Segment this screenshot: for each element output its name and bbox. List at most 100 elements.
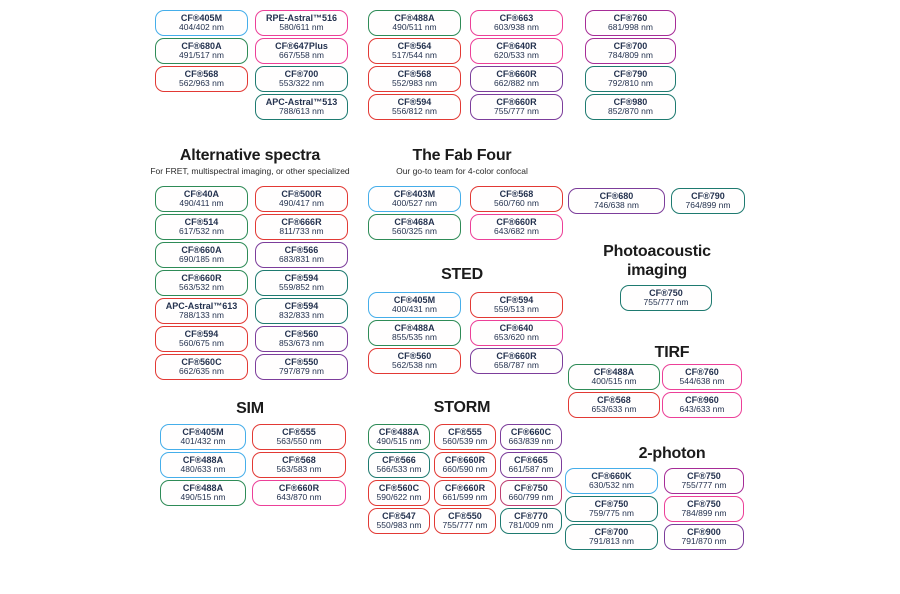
dye-wavelengths: 617/532 nm — [179, 226, 224, 237]
dye-wavelengths: 490/411 nm — [179, 198, 224, 209]
dye-wavelengths: 517/544 nm — [392, 50, 437, 61]
dye-wavelengths: 559/852 nm — [279, 282, 324, 293]
dye-name: CF®560 — [397, 350, 432, 361]
dye-name: CF®594 — [397, 96, 432, 107]
dye-name: CF®550 — [284, 356, 319, 367]
dye-name: RPE-Astral™516 — [265, 12, 338, 23]
dye-name: CF®665 — [514, 454, 548, 465]
dye-name: CF®555 — [448, 426, 482, 437]
dye-wavelengths: 832/833 nm — [279, 310, 324, 321]
dye-name: CF®488A — [394, 12, 435, 23]
dye-name: CF®660R — [278, 482, 320, 493]
dye-wavelengths: 852/870 nm — [608, 106, 653, 117]
section-title-2-photon: 2-photon — [638, 445, 706, 462]
dye-wavelengths: 560/675 nm — [179, 338, 224, 349]
dye-wavelengths: 550/983 nm — [376, 520, 422, 531]
dye-wavelengths: 400/515 nm — [591, 376, 637, 387]
dye-name: CF®514 — [184, 216, 219, 227]
dye-name: CF®568 — [184, 68, 219, 79]
dye-name: CF®560 — [284, 328, 319, 339]
dye-wavelengths: 563/532 nm — [179, 282, 224, 293]
dye-name: CF®488A — [394, 322, 435, 333]
dye-wavelengths: 563/583 nm — [276, 464, 322, 475]
dye-wavelengths: 562/963 nm — [179, 78, 224, 89]
dye-name: CF®750 — [514, 482, 548, 493]
dye-wavelengths: 667/558 nm — [279, 50, 324, 61]
section-title-tirf: TIRF — [654, 344, 690, 361]
dye-wavelengths: 660/590 nm — [442, 464, 488, 475]
dye-wavelengths: 562/538 nm — [392, 360, 437, 371]
dye-wavelengths: 560/539 nm — [442, 436, 488, 447]
dye-name: CF®500R — [281, 188, 322, 199]
dye-name: APC-Astral™513 — [265, 96, 338, 107]
dye-wavelengths: 764/899 nm — [685, 200, 731, 211]
dye-name: CF®680A — [181, 40, 222, 51]
dye-name: CF®900 — [687, 526, 721, 537]
dye-wavelengths: 788/133 nm — [179, 310, 224, 321]
dye-name: CF®660R — [496, 350, 537, 361]
section-title-alternative-spectra: Alternative spectra — [179, 147, 321, 164]
dye-wavelengths: 643/682 nm — [494, 226, 539, 237]
dye-name: CF®790 — [613, 68, 648, 79]
dye-name: CF®750 — [687, 470, 721, 481]
dye-name: CF®660R — [444, 482, 486, 493]
dye-wavelengths: 662/882 nm — [494, 78, 539, 89]
dye-name: CF®594 — [499, 294, 534, 305]
dye-name: CF®405M — [393, 294, 436, 305]
dye-wavelengths: 755/777 nm — [681, 480, 727, 491]
dye-name: CF®640 — [499, 322, 534, 333]
dye-wavelengths: 660/799 nm — [508, 492, 554, 503]
dye-name: CF®980 — [613, 96, 648, 107]
dye-wavelengths: 480/633 nm — [180, 464, 226, 475]
dye-wavelengths: 755/777 nm — [643, 297, 689, 308]
dye-wavelengths: 490/511 nm — [392, 22, 437, 33]
dye-name: CF®566 — [284, 244, 319, 255]
dye-name: CF®405M — [180, 12, 223, 23]
dye-name: CF®405M — [182, 426, 224, 437]
dye-wavelengths: 791/870 nm — [681, 536, 727, 547]
dye-wavelengths: 490/515 nm — [180, 492, 226, 503]
dye-wavelengths: 643/633 nm — [679, 404, 725, 415]
dye-name: CF®700 — [284, 68, 319, 79]
dye-name: APC-Astral™613 — [165, 300, 238, 311]
dye-wavelengths: 781/009 nm — [508, 520, 554, 531]
dye-name: CF®660R — [496, 68, 537, 79]
dye-name: CF®660K — [591, 470, 632, 481]
dye-name: CF®700 — [594, 526, 629, 537]
dye-wavelengths: 662/635 nm — [179, 366, 224, 377]
dye-wavelengths: 784/809 nm — [608, 50, 653, 61]
section-title-fab-four: The Fab Four — [412, 147, 512, 164]
dye-wavelengths: 563/550 nm — [276, 436, 322, 447]
dye-name: CF®760 — [613, 12, 648, 23]
dye-wavelengths: 630/532 nm — [589, 480, 634, 491]
dye-name: CF®550 — [448, 510, 482, 521]
